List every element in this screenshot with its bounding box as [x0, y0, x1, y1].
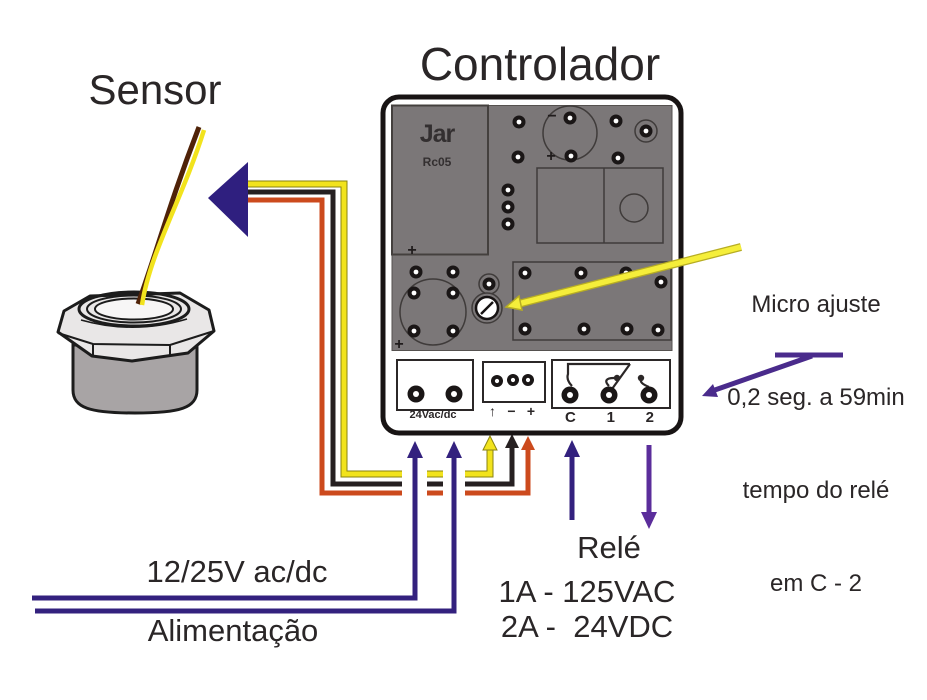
controller-label: Controlador: [419, 38, 661, 90]
pcb-left-panel: [391, 104, 489, 256]
sensor-label: Sensor: [88, 66, 222, 113]
rele-spec-1: 1A - 125VAC: [498, 574, 676, 609]
pcb-polarity-marks: − + + +: [394, 108, 556, 353]
wire-bundle: [248, 180, 535, 496]
relay-c-arrow: [564, 440, 580, 520]
relay-terminal-2: 2: [645, 409, 654, 426]
cap1-minus-mark: −: [547, 108, 556, 125]
relay-terminal-c: C: [565, 409, 576, 426]
potentiometer: [471, 292, 503, 324]
alimentacao-label: Alimentação: [147, 613, 319, 648]
relay-component: [536, 167, 664, 244]
micro-adjust-note: Micro ajuste 0,2 seg. a 59min tempo do r…: [703, 227, 927, 630]
sensor-terminal-signal: ↑: [489, 403, 496, 419]
power-block-label: 24Vac/dc: [409, 409, 457, 421]
micro-note-line2: 0,2 seg. a 59min: [727, 384, 905, 411]
relay-terminal-1: 1: [606, 409, 615, 426]
power-arrow-2: [446, 441, 462, 458]
sensor-arrowhead: [208, 162, 248, 237]
micro-adjust-pointer: [702, 352, 843, 397]
rele-title: Relé: [577, 530, 641, 565]
micro-note-line1: Micro ajuste: [751, 291, 881, 318]
jar-logo: Jar: [419, 120, 456, 148]
sensor-cable: [135, 126, 207, 306]
sensor-block-labels: ↑ − +: [489, 404, 535, 419]
pot-pointer-arrow: [504, 243, 742, 311]
sensor-terminal-plus: +: [526, 403, 535, 419]
relay-2-arrow: [641, 445, 657, 529]
power-voltage-label: 12/25V ac/dc: [146, 554, 328, 589]
cap1-plus-mark: +: [546, 148, 555, 165]
sensor-device: [56, 290, 216, 415]
sensor-terminal-minus: −: [507, 403, 516, 419]
sensor-body: [71, 343, 199, 415]
power-arrow-1: [407, 441, 423, 458]
capacitor-bottom: [399, 278, 467, 346]
relay-contact-symbol: [566, 362, 650, 390]
rele-spec-2: 2A - 24VDC: [500, 609, 674, 644]
panel-plus-mark: +: [407, 242, 416, 259]
controller-board: − + + +: [380, 94, 684, 436]
relay-block-labels: C 1 2: [565, 410, 654, 426]
micro-note-line3: tempo do relé: [742, 477, 890, 504]
cap2-plus-mark: +: [394, 336, 403, 353]
model-label: Rc05: [422, 155, 452, 169]
power-supply-lines: [32, 441, 462, 614]
terminal-block-relay: [551, 359, 671, 409]
terminal-block-sensor: [482, 361, 546, 403]
micro-note-line4: em C - 2: [769, 570, 862, 597]
terminal-block-power: [396, 359, 474, 411]
